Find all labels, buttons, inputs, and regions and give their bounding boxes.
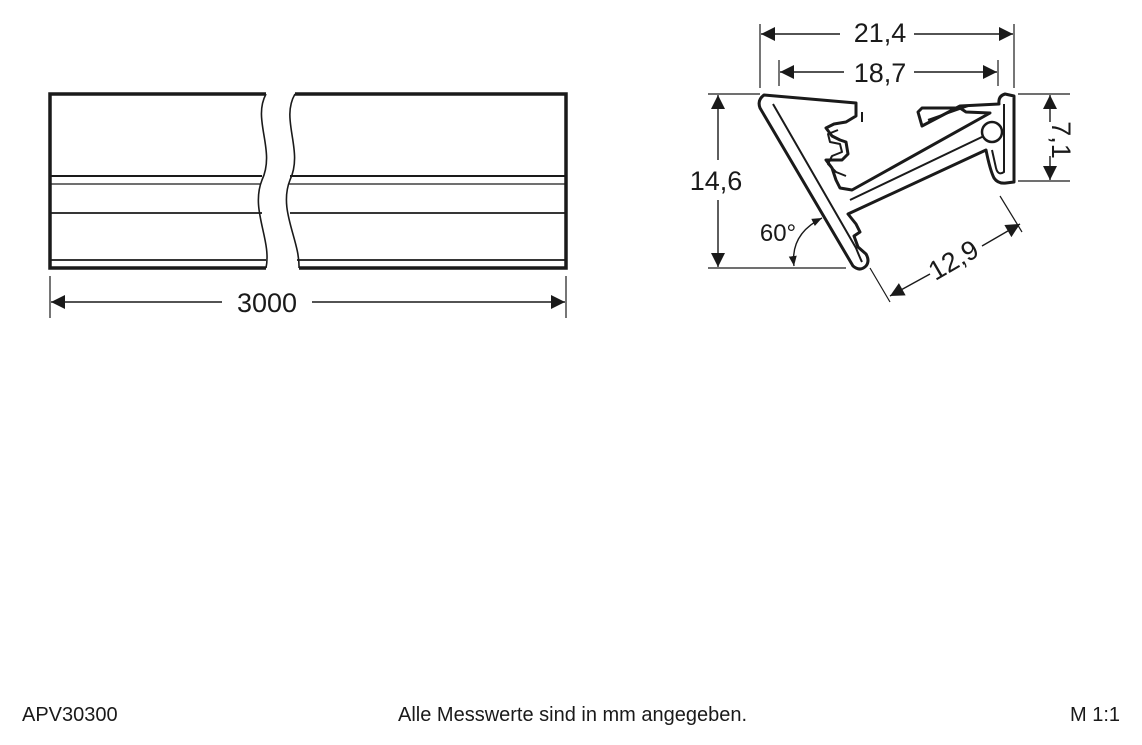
profile-outer-contour bbox=[757, 92, 1016, 271]
side-view-right-break bbox=[285, 93, 300, 269]
side-view-left-break bbox=[257, 93, 268, 269]
side-view bbox=[48, 92, 568, 318]
measurement-note: Alle Messwerte sind in mm angegeben. bbox=[398, 704, 748, 726]
diagonal-label: 12,9 bbox=[923, 234, 984, 286]
angle-arc bbox=[788, 217, 823, 267]
profile-screw-channel bbox=[980, 120, 1004, 144]
width-inner-label: 18,7 bbox=[854, 58, 907, 88]
side-view-right-outline bbox=[295, 92, 568, 270]
cross-section bbox=[708, 24, 1070, 303]
scale-label: M 1:1 bbox=[1070, 704, 1121, 726]
side-height-label: 7,1 bbox=[1046, 121, 1076, 159]
height-label: 14,6 bbox=[690, 166, 743, 196]
profile-clip-notches bbox=[827, 129, 847, 177]
length-dimension-label: 3000 bbox=[237, 288, 297, 318]
angle-label: 60° bbox=[760, 220, 796, 247]
width-outer-label: 21,4 bbox=[854, 18, 907, 48]
profile-inner-contour bbox=[772, 103, 1005, 263]
article-number: APV30300 bbox=[22, 704, 118, 726]
side-view-left-outline bbox=[48, 92, 266, 270]
